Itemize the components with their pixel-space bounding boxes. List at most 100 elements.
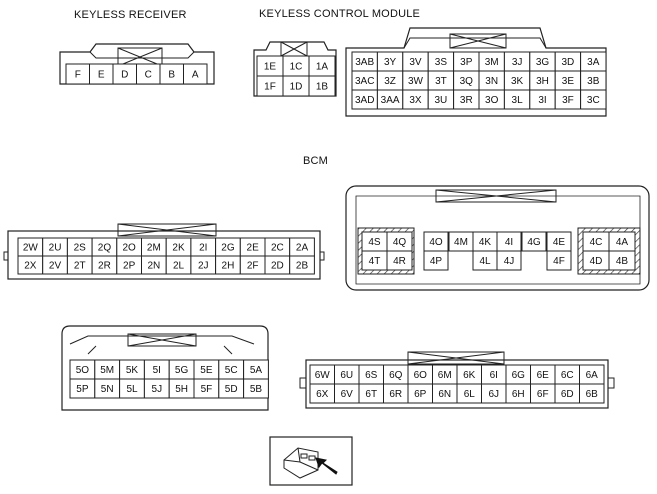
terminal-label: 2S (74, 243, 87, 254)
terminal-label: 6T (365, 389, 377, 400)
terminal-label: 5F (201, 384, 213, 395)
terminal-label: 2C (271, 243, 284, 254)
terminal-label: 6V (341, 389, 354, 400)
terminal-label: 3O (485, 95, 499, 106)
terminal-label: 6U (340, 370, 353, 381)
terminal-cell (243, 378, 269, 399)
terminal-label: 4I (505, 237, 513, 248)
terminal-label: 4M (454, 237, 468, 248)
terminal-label: 1F (264, 82, 276, 93)
terminal-label: A (192, 70, 199, 81)
terminal-label: 2A (296, 243, 309, 254)
terminal-label: 6X (316, 389, 329, 400)
label-backdrop (614, 235, 630, 248)
terminal-cell (580, 89, 607, 110)
terminal-label: 3S (435, 57, 448, 68)
terminal-label: 5J (152, 384, 163, 395)
terminal-label: 3F (562, 95, 574, 106)
terminal-label: 5I (153, 365, 161, 376)
arrow-icon (315, 457, 338, 475)
terminal-label: 6B (586, 389, 599, 400)
terminal-label: 6A (586, 370, 599, 381)
terminal-label: 6I (490, 370, 498, 381)
terminal-label: 6C (561, 370, 574, 381)
terminal-label: 2I (199, 243, 207, 254)
terminal-label: 4F (553, 256, 565, 267)
terminal-label: 1A (316, 62, 329, 73)
terminal-label: 3Y (384, 57, 397, 68)
terminal-label: 3E (562, 76, 575, 87)
terminal-label: 4D (590, 256, 603, 267)
terminal-label: 3A (587, 57, 600, 68)
terminal-label: 6N (438, 389, 451, 400)
terminal-cell (521, 231, 547, 252)
terminal-label: 3C (587, 95, 600, 106)
terminal-label: 6R (389, 389, 402, 400)
terminal-label: 5A (250, 365, 263, 376)
terminal-label: 4G (527, 237, 541, 248)
terminal-label: 2G (221, 243, 235, 254)
terminal-label: 5H (175, 384, 188, 395)
terminal-label: 3J (512, 57, 523, 68)
terminal-label: 3I (538, 95, 546, 106)
terminal-label: 6K (463, 370, 476, 381)
terminal-label: 6L (464, 389, 476, 400)
terminal-label: 2J (198, 261, 209, 272)
terminal-label: 2E (247, 243, 260, 254)
terminal-label: 4K (479, 237, 492, 248)
terminal-label: 5M (100, 365, 114, 376)
label-backdrop (366, 254, 383, 267)
label-backdrop (614, 254, 630, 267)
terminal-label: 5N (101, 384, 114, 395)
terminal-label: 3U (435, 95, 448, 106)
terminal-label: 5G (175, 365, 189, 376)
terminal-label: 5K (126, 365, 139, 376)
bcm-label: BCM (303, 155, 329, 167)
terminal-label: 2D (271, 261, 284, 272)
terminal-label: 4T (369, 256, 381, 267)
terminal-label: 6S (365, 370, 378, 381)
terminal-label: 3AD (355, 95, 374, 106)
terminal-label: 6E (537, 370, 550, 381)
terminal-label: 4Q (393, 237, 407, 248)
terminal-label: 4L (479, 256, 491, 267)
terminal-label: 6O (414, 370, 428, 381)
terminal-label: 4R (393, 256, 406, 267)
terminal-label: 2V (49, 261, 62, 272)
terminal-label: 3D (562, 57, 575, 68)
terminal-label: 5C (225, 365, 238, 376)
keyless-control-module-label: KEYLESS CONTROL MODULE (259, 8, 421, 20)
terminal-label: 2X (24, 261, 37, 272)
terminal-label: C (145, 70, 152, 81)
terminal-label: 2T (74, 261, 86, 272)
terminal-label: 2L (173, 261, 185, 272)
terminal-label: 6H (512, 389, 525, 400)
terminal-label: 5D (225, 384, 238, 395)
terminal-label: 3W (408, 76, 424, 87)
terminal-label: 5B (250, 384, 263, 395)
terminal-label: B (168, 70, 175, 81)
terminal-label: 6J (488, 389, 499, 400)
terminal-label: 6P (414, 389, 427, 400)
terminal-label: 3N (485, 76, 498, 87)
terminal-label: 3AB (355, 57, 374, 68)
terminal-label: 2K (172, 243, 185, 254)
terminal-label: 2F (247, 261, 259, 272)
terminal-label: D (121, 70, 128, 81)
terminal-label: 2N (147, 261, 160, 272)
terminal-label: 3V (409, 57, 422, 68)
terminal-label: 3G (536, 57, 550, 68)
terminal-label: 4J (504, 256, 515, 267)
label-backdrop (391, 235, 408, 248)
terminal-label: 5P (76, 384, 89, 395)
terminal-label: 3X (409, 95, 422, 106)
terminal-cell (289, 255, 315, 275)
label-backdrop (588, 235, 604, 248)
terminal-label: 6F (537, 389, 549, 400)
terminal-label: 3T (435, 76, 447, 87)
